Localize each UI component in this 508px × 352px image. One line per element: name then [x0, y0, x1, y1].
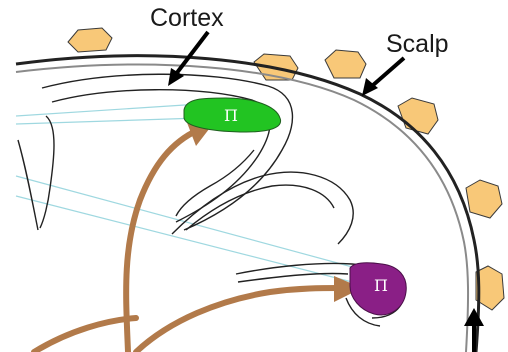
pathways — [34, 120, 362, 352]
electrode-1 — [68, 28, 112, 52]
field-line — [16, 104, 200, 116]
gyrus-lower-inner — [186, 185, 334, 230]
sulcus-left-inner — [18, 140, 38, 230]
field-line — [16, 118, 200, 124]
electrode-4 — [398, 98, 438, 134]
dipole-green: Π — [184, 98, 281, 132]
field-lines — [16, 104, 356, 282]
dipole-green-symbol: Π — [224, 106, 238, 125]
sulcus-lower-long-inner — [238, 273, 348, 282]
electrode-5 — [466, 180, 502, 218]
field-line — [16, 176, 356, 268]
dipole-purple-symbol: Π — [374, 276, 388, 295]
gyrus-lower-outer — [172, 172, 353, 244]
sulcus-left — [40, 116, 54, 228]
electrode-3 — [325, 50, 366, 78]
scalp-pointer-line — [372, 58, 404, 86]
field-line — [16, 196, 352, 282]
arrow-lower-shaft — [136, 288, 340, 352]
cortex-label: Cortex — [150, 4, 224, 32]
dipole-purple: Π — [350, 263, 406, 315]
scalp-label: Scalp — [386, 30, 449, 58]
arrow-lower-shaft-left — [34, 318, 136, 352]
